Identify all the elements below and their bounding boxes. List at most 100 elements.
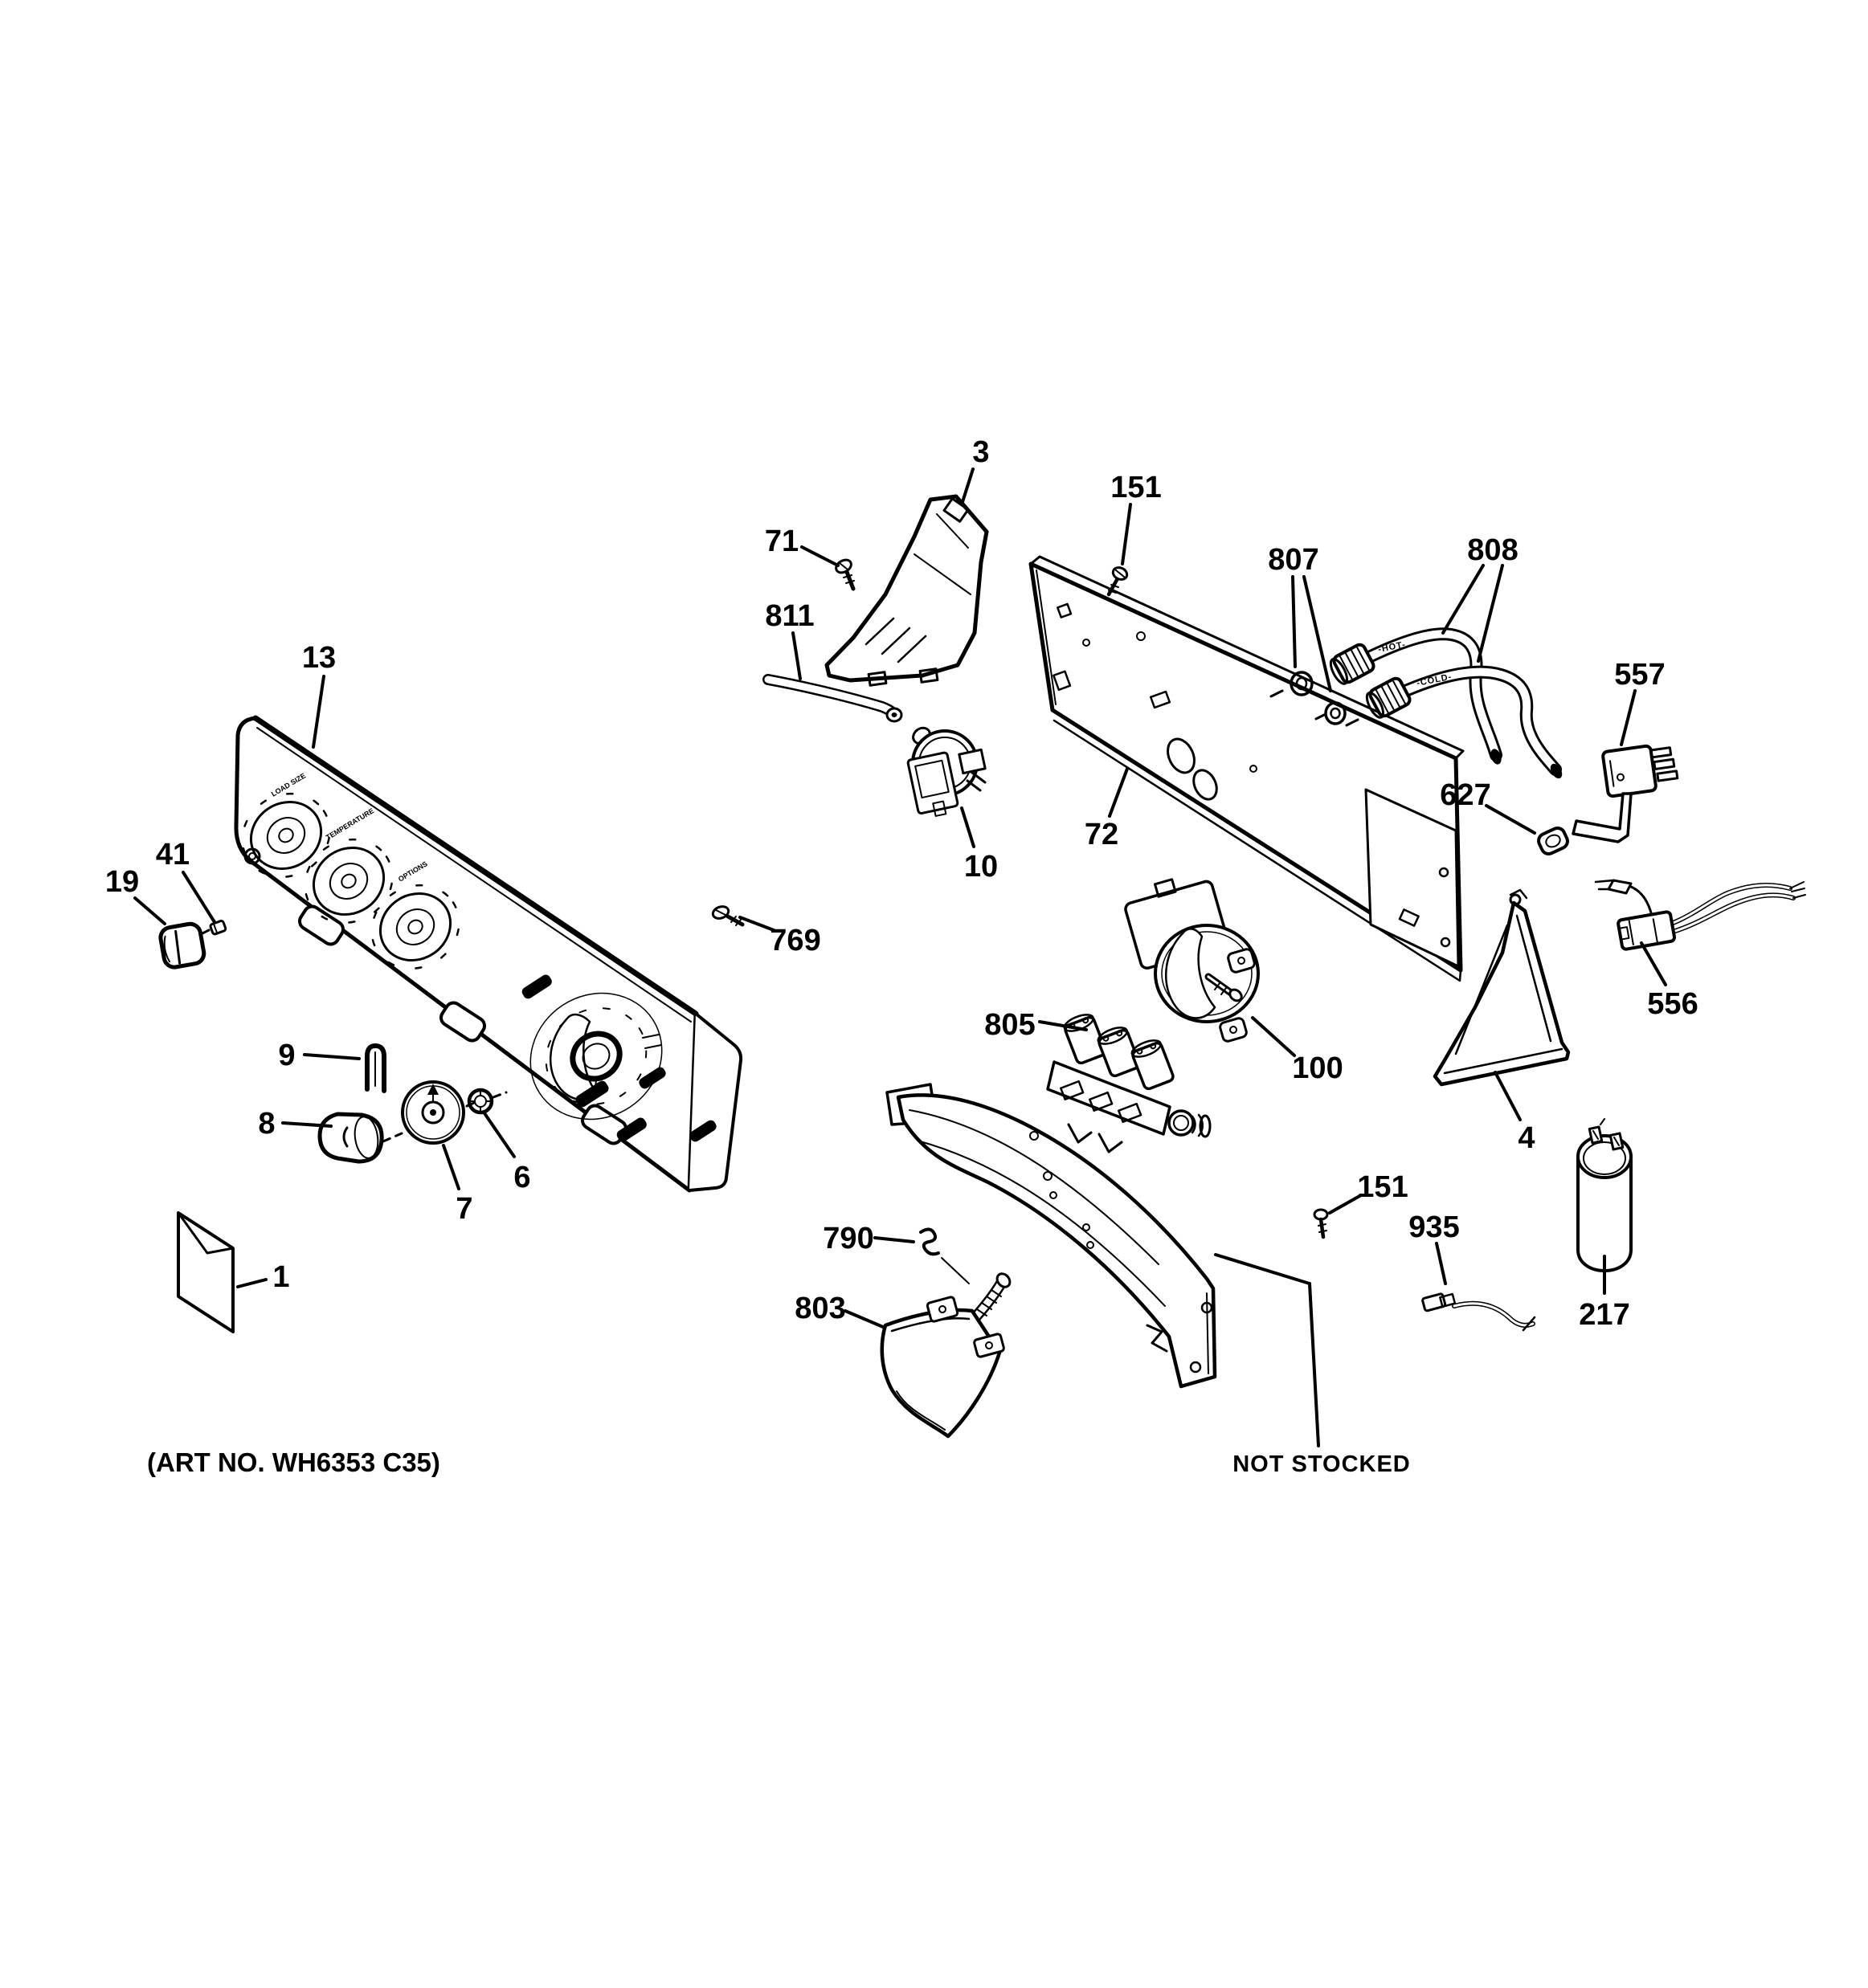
- part-151-screw-bottom: [1313, 1208, 1329, 1239]
- callout-leader-807: [1302, 575, 1332, 692]
- align-dash-8-7: [382, 1132, 403, 1143]
- callout-leader-71: [800, 545, 840, 567]
- part-790-hose-clip: [919, 1227, 970, 1284]
- part-1-mini-manual: [177, 1211, 235, 1333]
- callout-leader-557: [1620, 689, 1637, 746]
- align-dash-7-6: [465, 1091, 508, 1108]
- callout-leader-769: [738, 916, 775, 932]
- callout-label-557: 557: [1614, 658, 1665, 692]
- callout-label-8: 8: [258, 1107, 275, 1141]
- part-4-end-cap-bracket: [1433, 888, 1571, 1087]
- callout-leader-41: [182, 871, 216, 924]
- callout-label-4: 4: [1518, 1121, 1535, 1155]
- callout-leader-3: [960, 467, 975, 506]
- callout-label-811: 811: [765, 599, 814, 633]
- not-stocked-label: NOT STOCKED: [1232, 1451, 1411, 1477]
- callout-leader-807: [1291, 575, 1297, 668]
- part-217-capacitor: [1576, 1118, 1633, 1272]
- part-71-screw: [835, 558, 856, 591]
- callout-leader-not-stocked: [1308, 1282, 1320, 1447]
- cycle-selector-dial-graphic: [521, 974, 717, 1142]
- callout-leader-1: [236, 1278, 268, 1288]
- part-9-retainer-clip: [365, 1043, 386, 1093]
- callout-label-3: 3: [972, 435, 989, 469]
- callout-leader-10: [960, 806, 975, 848]
- callout-label-556: 556: [1647, 987, 1698, 1021]
- callout-leader-8: [281, 1121, 333, 1128]
- part-72-rear-backsplash-panel: [1028, 555, 1465, 982]
- callout-leader-151: [1328, 1194, 1363, 1214]
- part-6-nut: [467, 1088, 494, 1115]
- part-8-knob: [317, 1112, 384, 1164]
- callout-label-1: 1: [272, 1260, 289, 1294]
- callout-label-9: 9: [278, 1039, 295, 1072]
- callout-label-803: 803: [795, 1292, 845, 1325]
- part-557-water-level-switch: [1572, 744, 1679, 843]
- callout-leader-19: [133, 896, 166, 925]
- callout-label-805: 805: [984, 1008, 1035, 1042]
- part-100-timer: [1124, 878, 1260, 1043]
- callout-label-627: 627: [1440, 778, 1490, 812]
- callout-label-151: 151: [1110, 471, 1161, 504]
- callout-label-769: 769: [770, 924, 820, 957]
- art-number-text: (ART NO. WH6353 C35): [147, 1447, 440, 1477]
- part-151-screw-top: [1106, 566, 1129, 597]
- callout-leader-151: [1121, 503, 1132, 565]
- callout-label-790: 790: [823, 1222, 873, 1255]
- part-10-pressure-switch: [906, 726, 987, 817]
- part-805-water-valve: [1046, 1014, 1212, 1153]
- part-807-hose-washers: [1269, 671, 1359, 727]
- callout-label-807: 807: [1268, 543, 1318, 577]
- callout-leader-811: [791, 631, 802, 680]
- callout-leader-790: [873, 1236, 915, 1243]
- callout-label-935: 935: [1408, 1210, 1459, 1244]
- callout-label-71: 71: [765, 525, 799, 558]
- callout-label-808: 808: [1467, 533, 1518, 567]
- callout-leader-7: [442, 1144, 460, 1190]
- callout-leader-72: [1108, 767, 1129, 818]
- part-935-wire-lead: [1421, 1292, 1536, 1332]
- load-size-dial-graphic: [241, 792, 331, 879]
- callout-label-100: 100: [1292, 1051, 1343, 1085]
- part-3-dispenser-funnel: [824, 494, 989, 687]
- callout-label-6: 6: [513, 1161, 530, 1194]
- callout-leader-not-stocked: [1214, 1253, 1311, 1285]
- callout-label-72: 72: [1085, 818, 1118, 851]
- callout-label-217: 217: [1579, 1298, 1629, 1332]
- callout-label-10: 10: [964, 850, 998, 884]
- callout-label-41: 41: [156, 838, 190, 872]
- callout-label-7: 7: [456, 1192, 472, 1226]
- callout-leader-808: [1441, 564, 1485, 635]
- callout-leader-805: [1038, 1020, 1088, 1031]
- callout-label-13: 13: [302, 641, 336, 675]
- part-19-knob: [158, 921, 206, 970]
- callout-leader-627: [1485, 804, 1536, 835]
- part-811-pressure-tube: [762, 674, 903, 723]
- callout-leader-935: [1435, 1242, 1447, 1285]
- hot-hose-coupling: [1329, 643, 1375, 685]
- align-dash-19-41: [201, 929, 211, 935]
- part-556-wire-harness: [1594, 879, 1806, 951]
- callout-leader-556: [1640, 941, 1667, 986]
- callout-label-19: 19: [105, 865, 139, 899]
- cold-hose-coupling: [1365, 676, 1412, 719]
- part-41-clip: [209, 920, 227, 936]
- part-803-fill-funnel-cover: [880, 1272, 1012, 1439]
- temperature-dial-graphic: [304, 838, 394, 925]
- callout-label-151: 151: [1357, 1170, 1408, 1204]
- callout-leader-808: [1477, 564, 1504, 663]
- options-dial-graphic: [370, 884, 460, 970]
- part-7-dial-disc: [401, 1080, 465, 1145]
- callout-leader-13: [312, 675, 325, 749]
- part-13-control-panel: LOAD SIZE TEMPERATURE OPTIONS: [234, 715, 743, 1193]
- callout-leader-9: [303, 1053, 361, 1060]
- callout-leader-100: [1251, 1016, 1296, 1057]
- callout-leader-6: [483, 1112, 516, 1158]
- part-627-clip: [1537, 826, 1569, 856]
- part-not-stocked-deflector-shield: [885, 1083, 1217, 1389]
- part-769-screw: [711, 905, 745, 927]
- callout-leader-4: [1494, 1071, 1522, 1121]
